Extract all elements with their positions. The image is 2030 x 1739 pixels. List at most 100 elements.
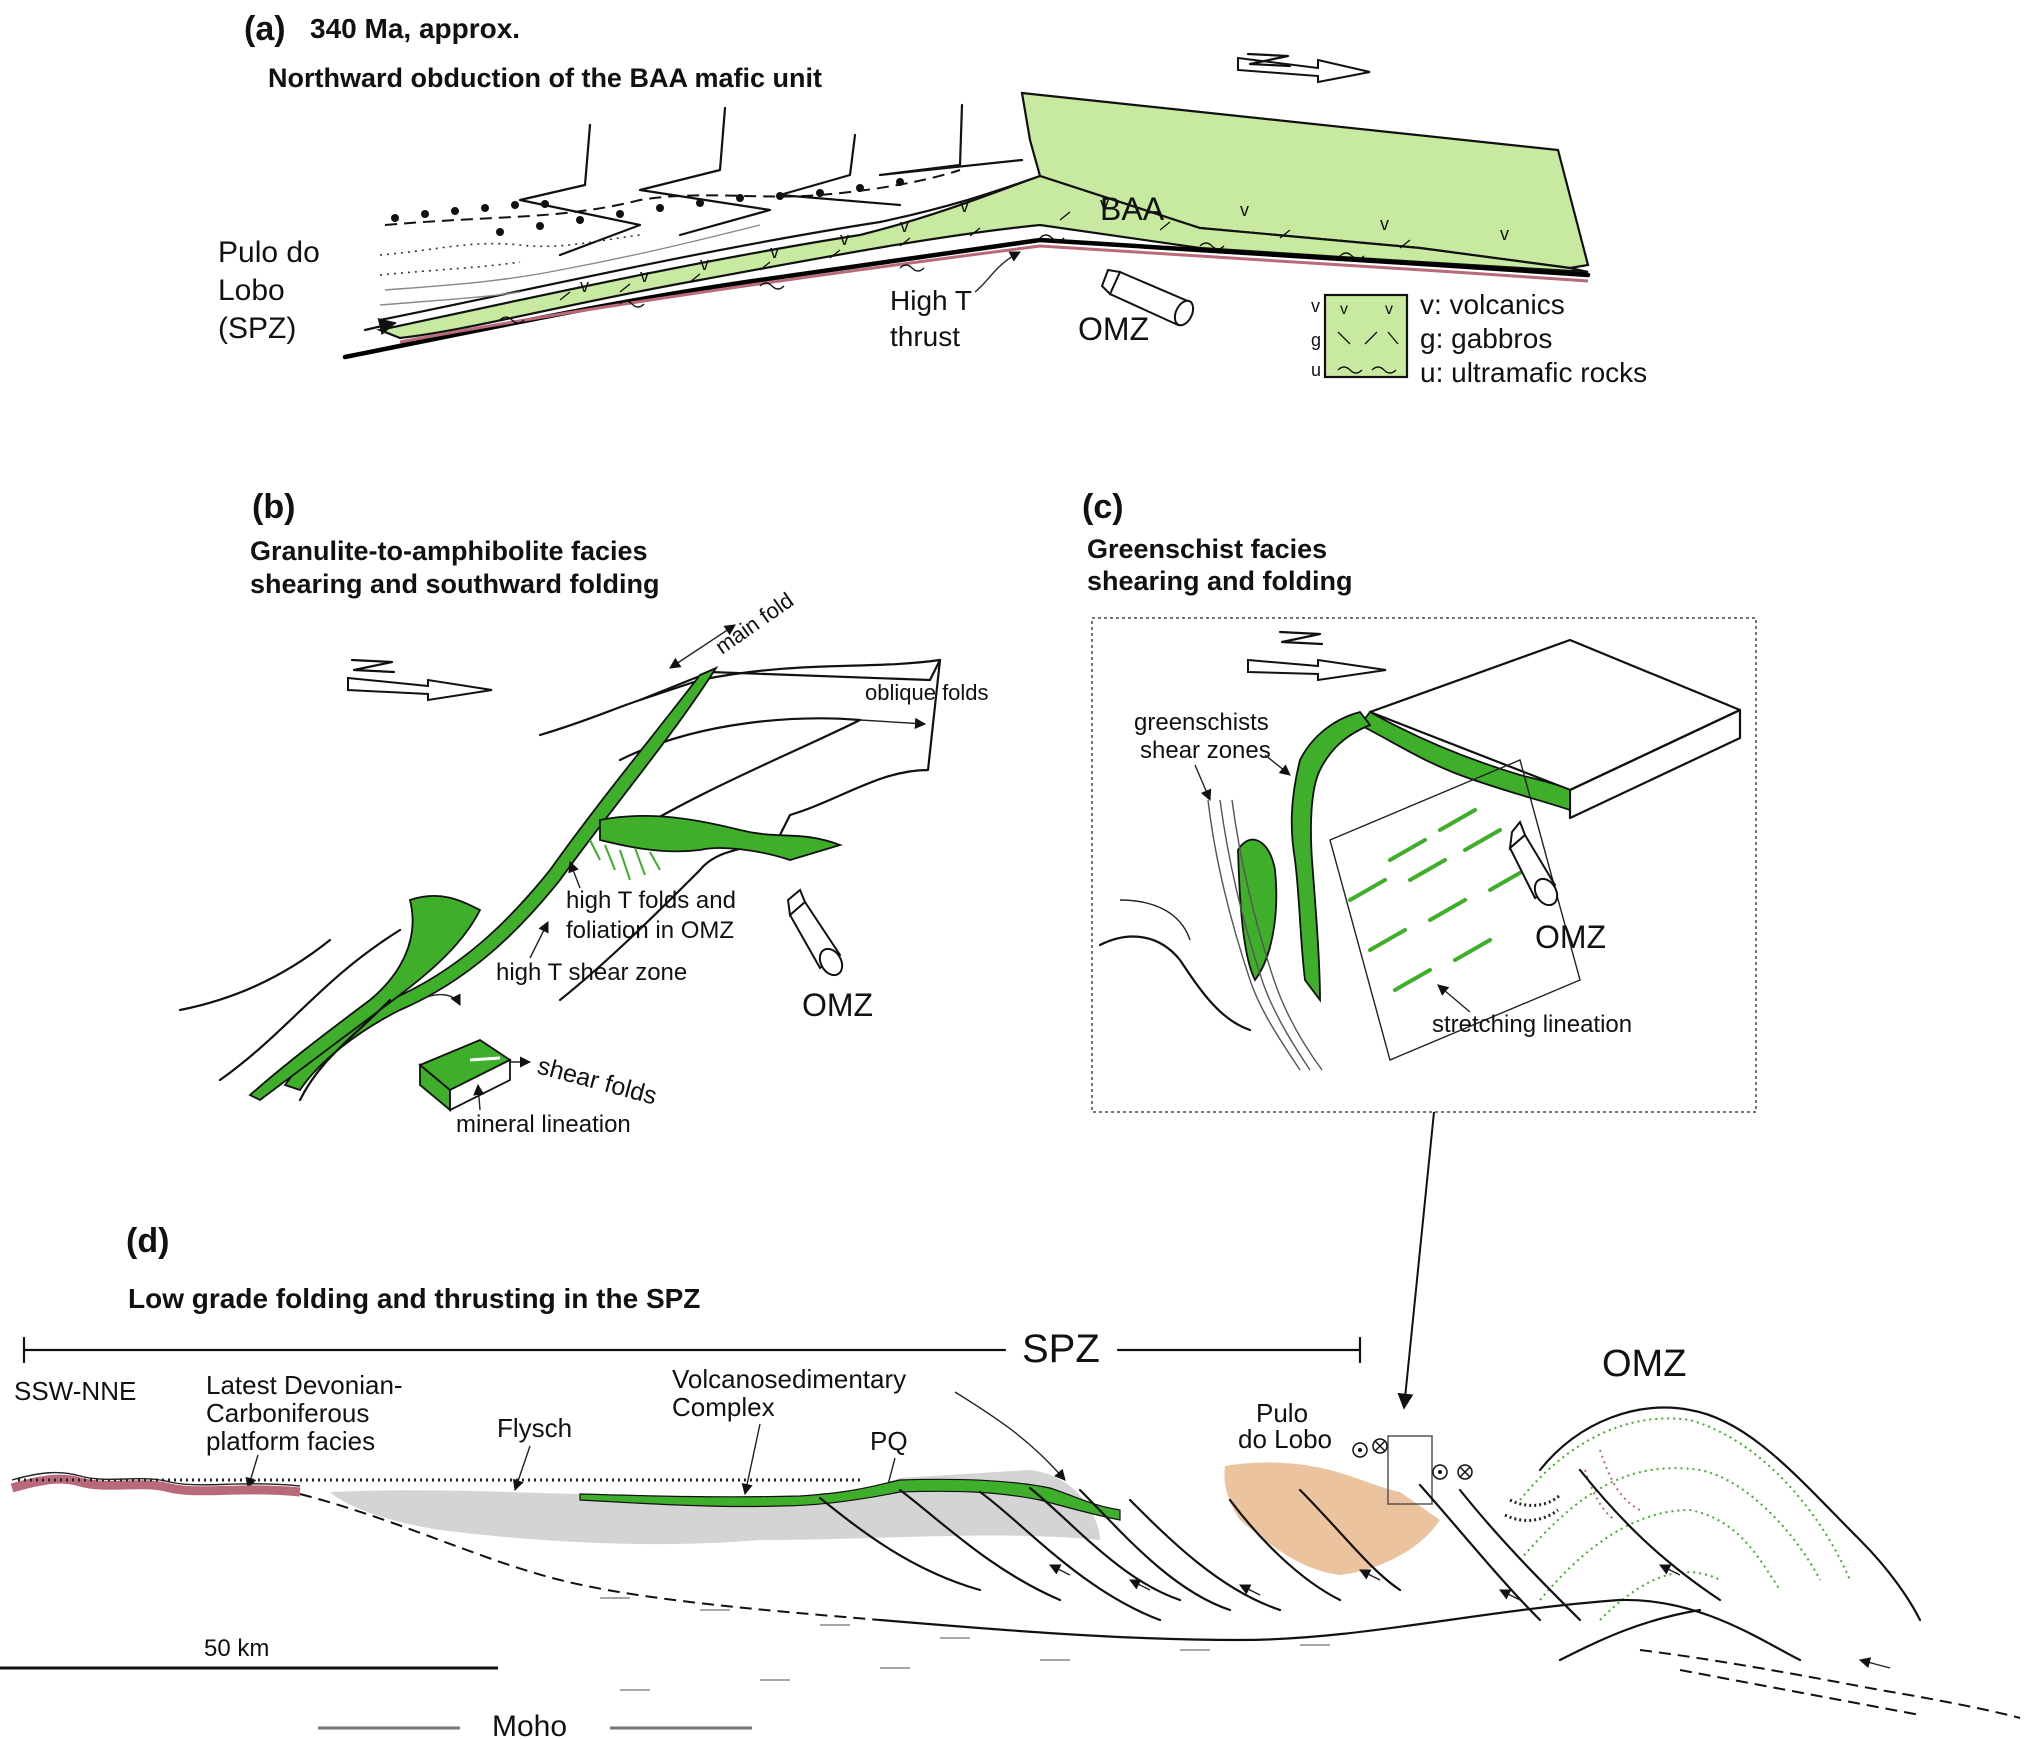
- svg-text:v: v: [770, 242, 779, 262]
- high-t-folds-label-2: foliation in OMZ: [566, 917, 734, 944]
- green-fold-c-lobe: [1237, 838, 1278, 982]
- baa-top-surface: [378, 174, 1042, 322]
- legend-code-u: u: [1311, 360, 1321, 380]
- high-t-folds-foliation: [589, 839, 661, 881]
- black-dots-row: [391, 178, 904, 236]
- panel-d-title: Low grade folding and thrusting in the S…: [128, 1283, 700, 1314]
- lower-green-limb: [248, 895, 482, 1102]
- block-c-top: [1368, 638, 1742, 792]
- high-t-shear-zone-label: high T shear zone: [496, 959, 687, 986]
- thrust-arrow-left: [363, 318, 397, 336]
- vsc-label-1: Volcanosedimentary: [672, 1364, 906, 1394]
- stretching-lineation-label: stretching lineation: [1432, 1011, 1632, 1038]
- legend-volcanics: v: volcanics: [1420, 289, 1565, 320]
- svg-text:v: v: [900, 216, 909, 236]
- panel-a-title: Northward obduction of the BAA mafic uni…: [268, 63, 822, 93]
- panel-d-letter: (d): [126, 1222, 169, 1260]
- vsc-label-2: Complex: [672, 1392, 775, 1422]
- svg-text:v: v: [1500, 224, 1509, 244]
- panel-c: (c) Greenschist facies shearing and fold…: [1082, 488, 1757, 1410]
- shear-fold-block: [418, 1038, 512, 1112]
- left-folds-c-2: [1119, 899, 1191, 941]
- lower-crust-line: [878, 1598, 1802, 1662]
- panel-b-title-2: shearing and southward folding: [250, 569, 660, 599]
- omz-pink-dotted: [1584, 1449, 1641, 1521]
- svg-text:v: v: [1340, 301, 1348, 318]
- high-t-thrust-label-2: thrust: [890, 321, 960, 352]
- svg-text:v: v: [1380, 214, 1389, 234]
- svg-text:v: v: [960, 196, 969, 216]
- oblique-folds-label: oblique folds: [865, 680, 989, 705]
- vsc-pointer-1: [741, 1423, 761, 1496]
- svg-text:v: v: [1385, 301, 1393, 318]
- spz-extent-bar-right: [1116, 1336, 1362, 1364]
- svg-text:v: v: [840, 229, 849, 249]
- panel-a-letter: (a): [244, 10, 286, 48]
- greenschists-pointer-1: [1194, 764, 1212, 802]
- fold-block-top: [638, 658, 942, 702]
- svg-text:v: v: [580, 276, 589, 296]
- omz-green-dotted-structure: [1519, 1417, 1851, 1621]
- panel-c-letter: (c): [1082, 488, 1124, 526]
- panel-a: (a) 340 Ma, approx. Northward obduction …: [218, 10, 1647, 388]
- pulo-do-lobo-label-3: (SPZ): [218, 312, 296, 345]
- high-t-thrust-pointer: [974, 251, 1021, 293]
- flysch-pointer: [512, 1445, 531, 1492]
- main-fold-arrow: [669, 624, 736, 669]
- omz-label-d: OMZ: [1602, 1343, 1686, 1385]
- subduction-arrow: [1858, 1657, 1891, 1669]
- shear-folds-label: shear folds: [534, 1052, 659, 1111]
- pulo-do-lobo-d-label-1: Pulo: [1256, 1398, 1308, 1428]
- high-t-thrust-label-1: High T: [890, 285, 972, 316]
- omz-label-c: OMZ: [1535, 919, 1606, 955]
- basal-dashed-detachment: [299, 1493, 881, 1621]
- high-t-folds-pointer: [568, 860, 581, 889]
- svg-text:v: v: [1100, 194, 1109, 214]
- pulo-do-lobo-label-2: Lobo: [218, 274, 285, 307]
- panel-d: (d) Low grade folding and thrusting in t…: [0, 1222, 2021, 1739]
- shear-zone-pointer: [529, 920, 549, 959]
- omz-direction-icon-a: [1100, 268, 1195, 327]
- ssw-nne-label: SSW-NNE: [14, 1376, 136, 1406]
- pulo-do-lobo-d-label-2: do Lobo: [1238, 1424, 1332, 1454]
- omz-label-b: OMZ: [802, 987, 873, 1023]
- legend-swatch: [1323, 293, 1409, 379]
- deep-faults: [1558, 1608, 1702, 1662]
- omz-direction-icon-c: [1508, 820, 1559, 907]
- panel-c-title-1: Greenschist facies: [1087, 534, 1327, 564]
- high-t-folds-label-1: high T folds and: [566, 887, 736, 914]
- panel-b-title-1: Granulite-to-amphibolite facies: [250, 536, 648, 566]
- main-fold-label: main fold: [711, 587, 798, 659]
- oblique-fold-shape: [618, 717, 862, 842]
- flysch-label: Flysch: [497, 1413, 572, 1443]
- spz-label: SPZ: [1022, 1327, 1100, 1371]
- left-outer-curve-2: [218, 928, 402, 1082]
- north-arrow-icon-c: [1247, 630, 1387, 682]
- ultramafic-symbols: [499, 234, 1365, 324]
- pulo-do-lobo-orange: [1224, 1462, 1440, 1575]
- scale-bar-label: 50 km: [204, 1635, 269, 1662]
- gabbro-symbols: [559, 211, 1411, 301]
- green-fold-c-main: [1290, 710, 1372, 1003]
- moho-label: Moho: [492, 1710, 567, 1739]
- north-arrow-icon: [1237, 52, 1371, 84]
- vsc-pointer-2: [954, 1391, 1066, 1481]
- pulo-do-lobo-label-1: Pulo do: [218, 236, 320, 269]
- subduction-dashed-2: [1679, 1669, 1921, 1716]
- left-folds-c: [1098, 935, 1252, 1032]
- oblique-folds-arrow: [859, 717, 927, 729]
- omz-label-a: OMZ: [1078, 311, 1149, 347]
- panel-b-letter: (b): [252, 488, 295, 526]
- connector-c-to-d: [1397, 1111, 1435, 1410]
- panel-a-age: 340 Ma, approx.: [310, 13, 520, 44]
- latest-devonian-label-3: platform facies: [206, 1426, 375, 1456]
- south-arrow-hollow: [419, 993, 461, 1007]
- mineral-lineation-label: mineral lineation: [456, 1111, 631, 1138]
- left-outer-curve-3: [298, 998, 392, 1102]
- thrust-arrows: [1048, 1564, 1681, 1601]
- green-layer-b: [599, 815, 843, 861]
- panel-c-frame: [1091, 617, 1757, 1113]
- omz-direction-icon-b: [786, 888, 844, 977]
